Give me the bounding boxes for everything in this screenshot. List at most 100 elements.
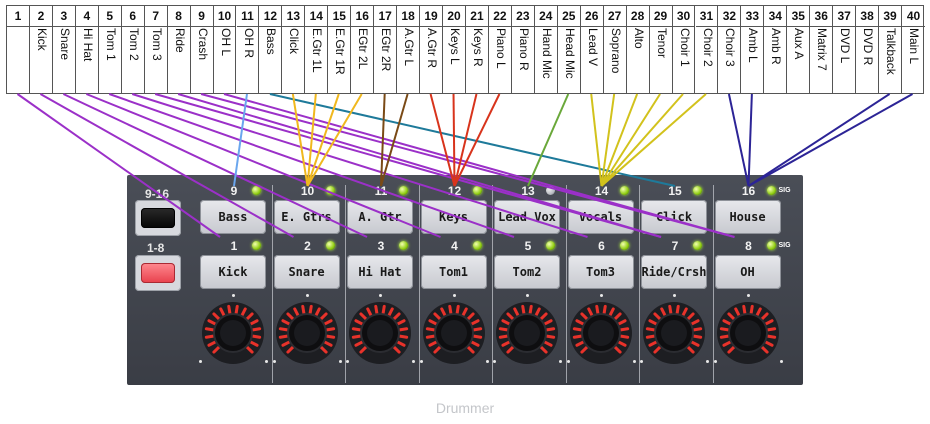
volume-knob-graphic (204, 304, 262, 354)
input-number: 36 (810, 6, 833, 27)
volume-knob[interactable] (716, 302, 779, 364)
sig-label: SIG (778, 187, 791, 194)
signal-led (399, 186, 408, 195)
knob-top-marker (379, 294, 382, 297)
input-number: 5 (98, 6, 121, 27)
routing-wire (291, 93, 309, 187)
volume-knob-graphic (645, 304, 703, 354)
input-number: 16 (351, 6, 374, 27)
group-select-1-8-cap (141, 263, 175, 283)
volume-knob-graphic (498, 304, 556, 354)
group-label-1-8: 1-8 (147, 241, 165, 255)
routing-wire (233, 93, 248, 187)
input-number: 11 (236, 6, 259, 27)
input-number: 23 (511, 6, 534, 27)
knob-top-marker (673, 294, 676, 297)
routing-wire (453, 93, 501, 187)
routing-wire (727, 93, 750, 187)
channel-button-top-3[interactable]: A. Gtr (347, 200, 413, 234)
volume-knob[interactable] (569, 302, 632, 364)
routing-wire (452, 93, 456, 187)
channel-button-top-2[interactable]: E. Gtrs (273, 200, 340, 234)
channel-button-bottom-2[interactable]: Snare (273, 255, 340, 289)
volume-knob[interactable] (422, 302, 485, 364)
channel-button-top-7[interactable]: Click (641, 200, 707, 234)
signal-led (546, 186, 555, 195)
signal-led (472, 186, 482, 195)
volume-knob[interactable] (643, 302, 705, 364)
volume-knob[interactable] (202, 302, 264, 364)
knob-max-marker (265, 360, 268, 363)
knob-min-marker (640, 360, 643, 363)
signal-led (619, 186, 629, 195)
group-label-9-16: 9-16 (145, 187, 170, 201)
group-select-9-16-button[interactable] (135, 200, 181, 236)
knob-max-marker (632, 360, 636, 363)
knob-top-marker (599, 294, 603, 297)
routing-wire (600, 93, 616, 187)
input-number: 30 (672, 6, 695, 27)
knob-max-marker (559, 360, 562, 363)
group-select-1-8-button[interactable] (135, 255, 181, 291)
input-number: 6 (121, 6, 144, 27)
channel-button-bottom-6[interactable]: Tom3 (567, 255, 634, 289)
input-number: 18 (397, 6, 420, 27)
knob-min-marker (566, 360, 570, 363)
channel-button-bottom-5[interactable]: Tom2 (494, 255, 560, 289)
input-number: 9 (190, 6, 213, 27)
channel-button-top-6[interactable]: Vocals (567, 200, 634, 234)
routing-wire (600, 93, 684, 187)
strip-divider (639, 185, 640, 383)
channel-number: 16 (741, 184, 756, 198)
volume-knob[interactable] (496, 302, 558, 364)
channel-button-bottom-4[interactable]: Tom1 (420, 255, 487, 289)
channel-button-top-1[interactable]: Bass (200, 200, 266, 234)
knob-min-marker (346, 360, 349, 363)
input-number: 35 (787, 6, 810, 27)
channel-button-bottom-7[interactable]: Ride/Crsh (641, 255, 707, 289)
knob-min-marker (272, 360, 276, 363)
routing-wire (306, 93, 317, 187)
routing-wire (380, 93, 386, 187)
input-number: 40 (902, 6, 925, 27)
input-number: 1 (7, 6, 29, 27)
channel-button-top-5[interactable]: Lead Vox (494, 200, 560, 234)
channel-number: 9 (230, 184, 238, 198)
channel-number: 6 (598, 239, 605, 253)
knob-top-marker (452, 294, 456, 297)
signal-led (693, 186, 702, 195)
knob-top-marker (305, 294, 309, 297)
knob-min-marker (419, 360, 423, 363)
channel-button-top-8[interactable]: House (714, 200, 781, 234)
input-number: 14 (305, 6, 328, 27)
knob-min-marker (713, 360, 717, 363)
channel-button-bottom-8[interactable]: OH (714, 255, 781, 289)
signal-led (472, 241, 482, 250)
channel-button-top-4[interactable]: Keys (420, 200, 487, 234)
routing-wire (600, 93, 661, 187)
sig-label: SIG (778, 242, 791, 249)
volume-knob[interactable] (349, 302, 411, 364)
routing-wire (306, 93, 340, 187)
signal-led (399, 241, 408, 250)
signal-led (252, 186, 261, 195)
channel-button-bottom-3[interactable]: Hi Hat (347, 255, 413, 289)
routing-wire (747, 93, 891, 187)
channel-button-bottom-1[interactable]: Kick (200, 255, 266, 289)
volume-knob[interactable] (275, 302, 338, 364)
input-number: 27 (603, 6, 626, 27)
group-select-9-16-cap (141, 208, 175, 228)
